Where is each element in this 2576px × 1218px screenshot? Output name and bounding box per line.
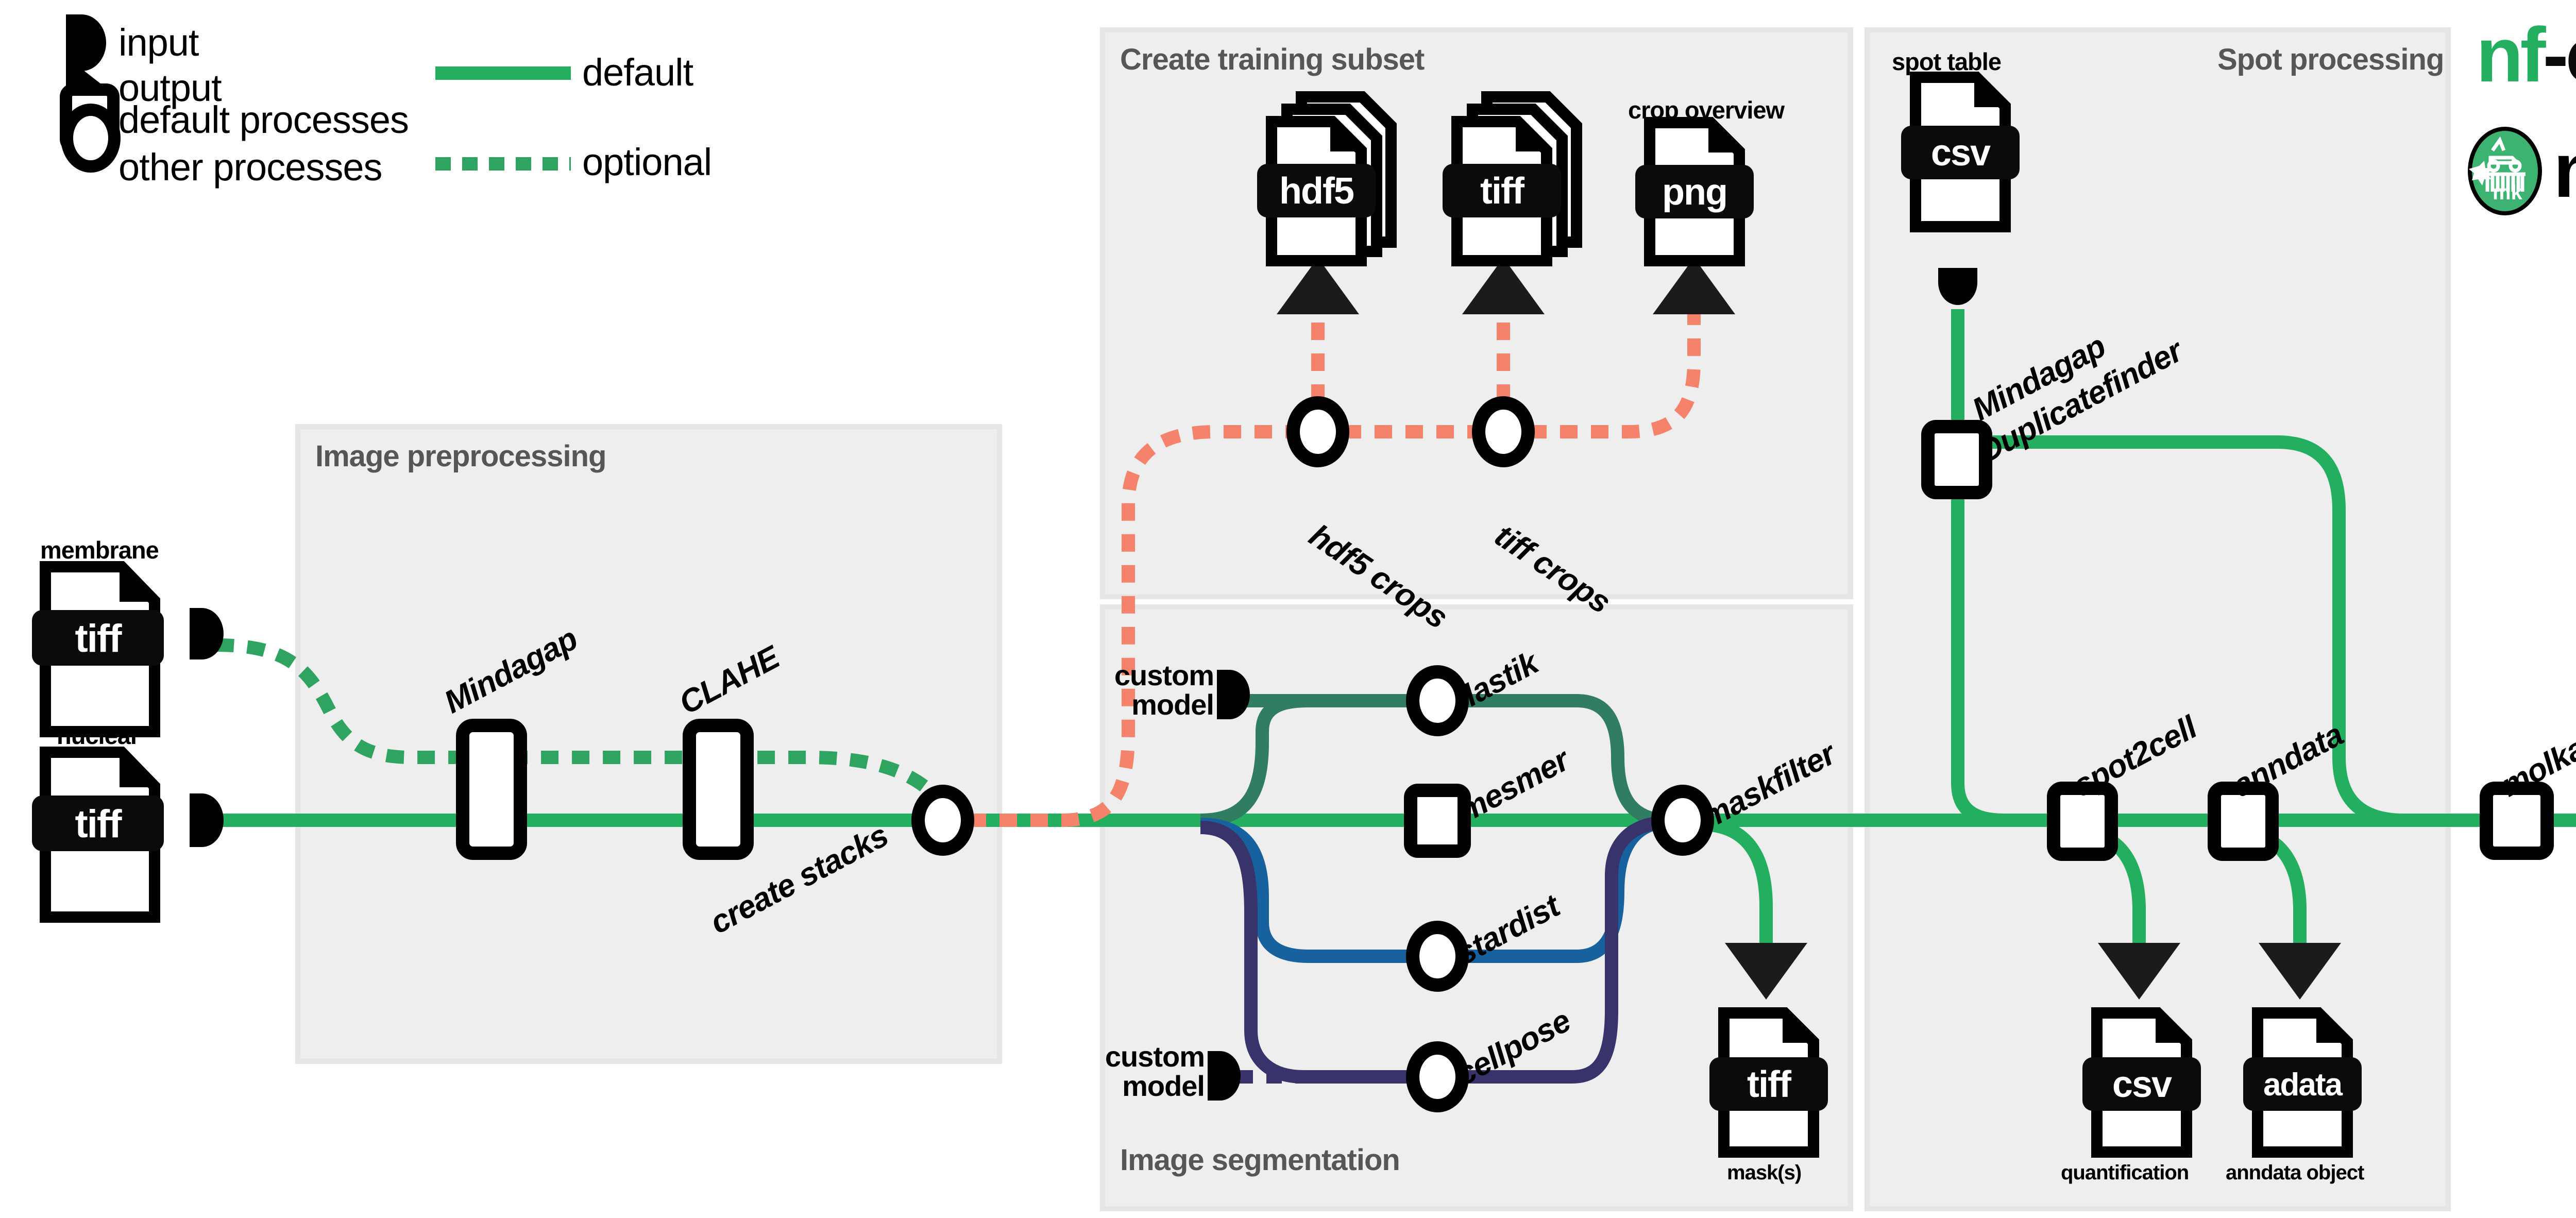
output-caption-masks: mask(s): [1727, 1161, 1802, 1184]
edge-crops-optional: [969, 425, 1293, 827]
edge-duplicatefinder-right: [1989, 435, 2401, 827]
legend-other-process-circle-icon: [61, 104, 121, 173]
edge-ilastik-out: [1463, 694, 1665, 827]
legend-input-marker-icon: [66, 14, 106, 71]
file-icon-quantification: [2082, 1007, 2201, 1158]
filetype-label-hdf5: hdf5: [1279, 171, 1354, 212]
output-triangle-tiff-icon: [1462, 258, 1545, 314]
cm-cellpose-l1: custom: [1105, 1040, 1205, 1073]
filetype-label-anndata: adata: [2263, 1067, 2343, 1103]
input-caption-nuclear: nuclear: [57, 722, 140, 749]
process-mesmer[interactable]: [1404, 784, 1471, 858]
legend-label-optional-line: optional: [582, 141, 712, 183]
legend-label-output: output: [118, 66, 222, 109]
filetype-label-nuclear: tiff: [75, 802, 122, 846]
filetype-label-masks: tiff: [1747, 1064, 1791, 1105]
cm-ilastik-l2: model: [1131, 688, 1214, 721]
edge-tiffcrops-to-png: [1529, 314, 1701, 438]
panel-image-preprocessing: [295, 424, 1002, 1064]
input-marker-nuclear-icon: [190, 793, 224, 847]
panel-title-create-training-subset: Create training subset: [1120, 43, 1425, 76]
logo-pipeline-text: molkart: [2553, 126, 2576, 215]
input-marker-spottable-icon: [1938, 268, 1977, 305]
logo-org-text: nf-core/: [2476, 10, 2576, 99]
logo-core-text: -core/: [2543, 11, 2576, 98]
output-caption-quantification: quantification: [2061, 1161, 2189, 1184]
process-cellpose[interactable]: [1406, 1041, 1469, 1112]
cm-cellpose-l2: model: [1122, 1070, 1205, 1103]
output-triangle-hdf5-icon: [1277, 258, 1359, 314]
filetype-label-quantification: csv: [2112, 1064, 2172, 1105]
output-triangle-masks-icon: [1725, 943, 1807, 1000]
output-triangle-quantification-icon: [2098, 943, 2180, 1000]
process-maskfilter[interactable]: [1651, 785, 1714, 856]
legend-label-other-processes: other processes: [118, 146, 382, 189]
filetype-label-png: png: [1662, 172, 1728, 213]
file-icon-spot-table: [1901, 72, 2020, 232]
logo-nf-text: nf: [2476, 11, 2546, 98]
output-triangle-png-icon: [1653, 258, 1735, 314]
file-icon-hdf5: [1257, 91, 1397, 266]
process-tiff-crops[interactable]: [1472, 396, 1535, 467]
process-hdf5-crops[interactable]: [1286, 396, 1349, 467]
molkart-badge-icon: [2468, 127, 2542, 215]
process-mindagap-duplicatefinder[interactable]: [1921, 420, 1992, 499]
input-marker-membrane-icon: [190, 608, 224, 659]
edge-duplicatefinder-down: [1951, 464, 2056, 827]
process-anndata[interactable]: [2208, 782, 2279, 861]
filetype-label-tiff-crops: tiff: [1480, 171, 1524, 212]
process-stardist[interactable]: [1406, 921, 1469, 992]
file-icon-nuclear: [32, 747, 164, 923]
filetype-label-spot-table: csv: [1930, 132, 1991, 174]
file-icon-tiff-crops: [1443, 91, 1582, 266]
process-mindagap[interactable]: [456, 719, 527, 860]
process-clahe[interactable]: [683, 719, 754, 860]
process-ilastik[interactable]: [1406, 665, 1469, 736]
file-icon-png: [1635, 117, 1754, 266]
logo-badge-text: mk: [2493, 181, 2522, 204]
output-caption-anndata-object: anndata object: [2226, 1161, 2364, 1184]
legend-label-input: input: [118, 21, 199, 64]
file-icon-anndata-object: [2243, 1007, 2362, 1158]
output-caption-crop-overview: crop overview: [1628, 96, 1785, 124]
output-triangle-anndata-icon: [2259, 943, 2341, 1000]
input-caption-membrane: membrane: [40, 536, 159, 564]
legend-label-default-line: default: [582, 51, 693, 94]
legend-label-default-processes: default processes: [118, 98, 409, 141]
input-caption-spot-table: spot table: [1892, 48, 2002, 75]
file-icon-membrane: [32, 561, 164, 737]
input-marker-custommodel-cellpose-icon: [1208, 1051, 1241, 1101]
edge-membrane-optional: [216, 638, 948, 808]
process-create-stacks[interactable]: [911, 785, 974, 856]
panel-title-image-preprocessing: Image preprocessing: [315, 439, 606, 473]
process-molkartqc[interactable]: [2480, 782, 2554, 860]
edge-maskfilter-to-masks: [1700, 818, 1773, 943]
file-icon-masks: [1709, 1007, 1828, 1158]
panel-title-image-segmentation: Image segmentation: [1120, 1143, 1400, 1177]
cm-ilastik-l1: custom: [1114, 659, 1214, 691]
panel-title-spot-processing: Spot processing: [2217, 43, 2444, 76]
edge-cellpose-out: [1463, 816, 1665, 1084]
filetype-label-membrane: tiff: [75, 617, 122, 661]
input-marker-custommodel-ilastik-icon: [1217, 670, 1250, 719]
process-spot2cell[interactable]: [2047, 782, 2118, 861]
